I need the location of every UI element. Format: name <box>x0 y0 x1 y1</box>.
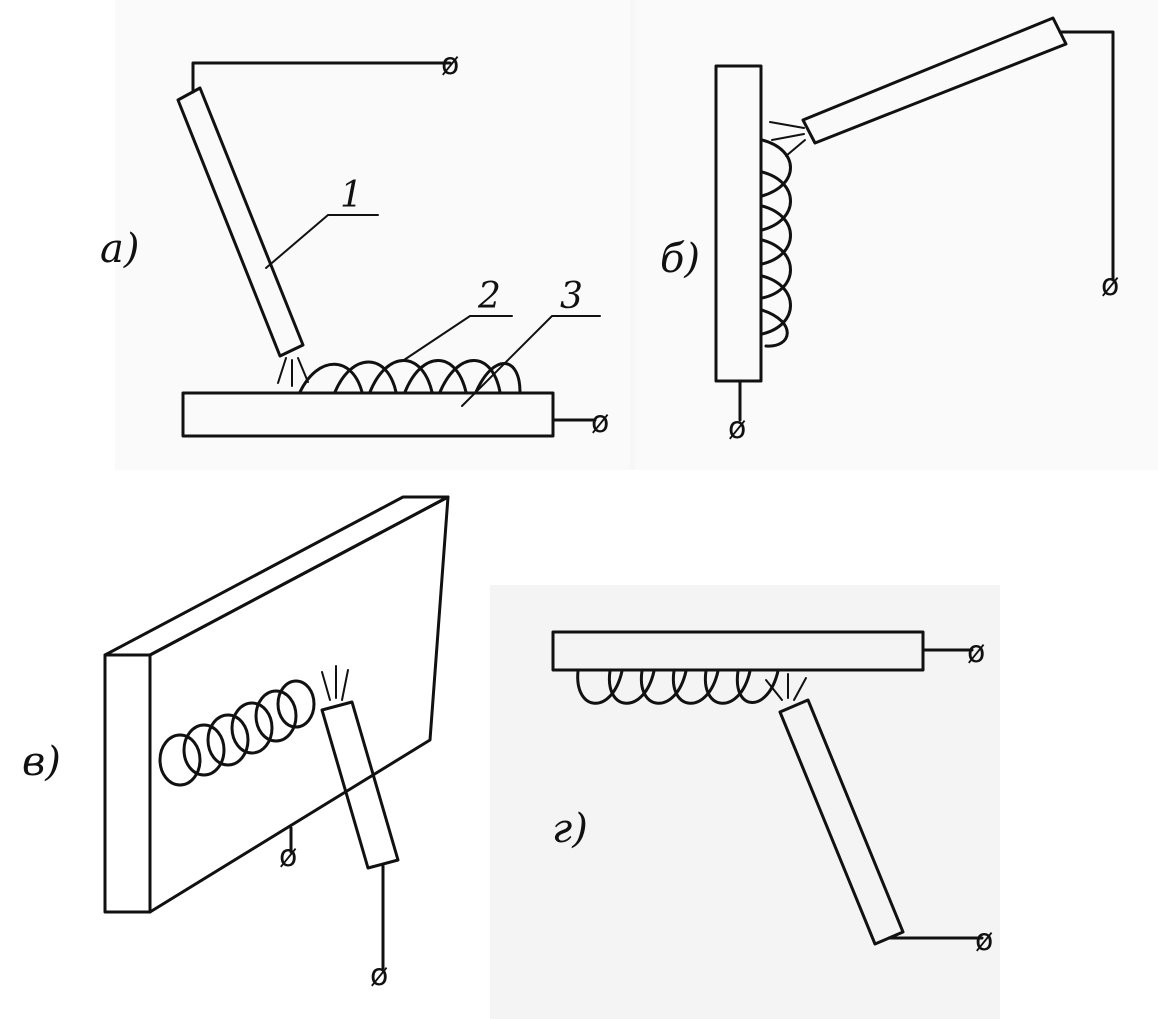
weld-bead <box>158 679 316 787</box>
panel-g-label: г) <box>552 806 588 852</box>
callout-1: 1 <box>340 175 363 216</box>
panel-g-background <box>490 585 1000 1019</box>
arc-sparks <box>277 357 309 387</box>
callout-3: 3 <box>560 276 583 317</box>
weld-bead <box>760 138 792 348</box>
terminal-symbol: ø <box>967 635 985 670</box>
terminal-symbol: ø <box>591 405 609 440</box>
panel-b-label: б) <box>660 236 700 282</box>
terminal-symbol: ø <box>441 47 459 82</box>
base-plate <box>181 391 555 438</box>
terminal-symbol: ø <box>1101 268 1119 303</box>
weld-bead <box>576 669 780 705</box>
wire-electrode <box>191 61 452 94</box>
electrode <box>801 16 1068 145</box>
panel-a: а) ø ø 1 2 3 <box>100 47 609 440</box>
leader-1 <box>265 214 379 269</box>
wire-electrode <box>1058 30 1115 282</box>
electrode <box>778 698 905 946</box>
arc-sparks <box>769 121 806 157</box>
panel-v: в) ø ø <box>22 495 450 993</box>
terminal-symbol: ø <box>728 411 746 446</box>
panel-b: б) ø ø <box>660 16 1119 446</box>
vertical-plate-3d <box>103 495 450 914</box>
electrode <box>320 700 400 870</box>
arc-sparks <box>765 673 807 701</box>
panel-v-label: в) <box>22 739 61 785</box>
terminal-symbol: ø <box>975 923 993 958</box>
leader-3 <box>461 315 601 407</box>
arc-sparks <box>321 665 349 701</box>
panel-b-background <box>630 0 1158 470</box>
terminal-symbol: ø <box>370 958 388 993</box>
callout-2: 2 <box>477 276 501 317</box>
panel-g: г) ø ø <box>551 630 993 958</box>
terminal-symbol: ø <box>279 839 297 874</box>
panel-a-label: а) <box>100 226 139 272</box>
leader-2 <box>403 315 513 361</box>
